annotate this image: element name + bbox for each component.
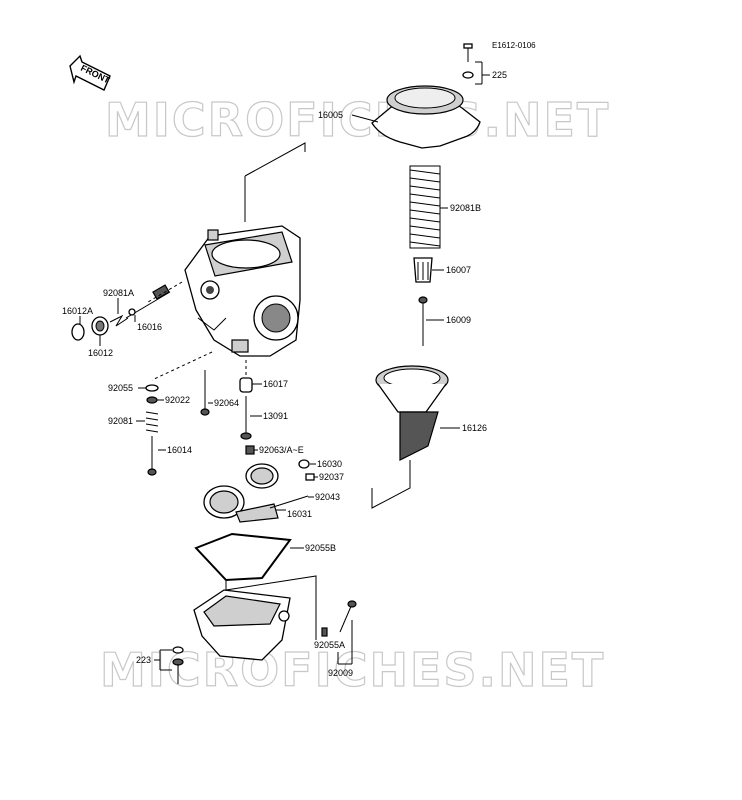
float-bowl [193,589,291,661]
cap-16012 [91,316,109,336]
diagram-code: E1612-0106 [492,41,536,50]
label-92055B: 92055B [305,543,336,553]
cap-16012A [71,323,85,341]
top-cover-16005 [371,85,481,149]
throttle-slide-16126 [375,365,449,461]
label-92081A: 92081A [103,288,134,298]
label-16012A: 16012A [62,306,93,316]
label-92055: 92055 [108,383,133,393]
label-13091: 13091 [263,411,288,421]
label-16009: 16009 [446,315,471,325]
label-92064: 92064 [214,398,239,408]
label-16030: 16030 [317,459,342,469]
pilot-screw-16016 [109,284,171,327]
jet-16014 [147,436,157,476]
jet-13091 [240,396,252,440]
pin-92043 [269,495,309,509]
label-16012: 16012 [88,348,113,358]
screw-92064 [200,370,210,416]
label-223: 223 [136,655,151,665]
oring-92055 [145,384,159,392]
label-92037: 92037 [319,472,344,482]
label-16126: 16126 [462,423,487,433]
label-16005: 16005 [318,110,343,120]
ring-16030 [298,459,310,469]
front-arrow-icon: FRONT [69,54,112,91]
float-16031 [203,463,279,523]
label-92009: 92009 [328,668,353,678]
gasket-92055B [194,532,292,582]
label-92022: 92022 [165,395,190,405]
label-92081B: 92081B [450,203,481,213]
jet-needle-16009 [418,296,428,346]
needle-holder-16007 [413,257,433,283]
label-16031: 16031 [287,509,312,519]
oring-92055A [321,627,328,637]
carburetor-body [184,225,301,357]
clip-92037 [305,473,315,481]
label-16007: 16007 [446,265,471,275]
label-92081: 92081 [108,416,133,426]
screw-223 [172,646,184,684]
watermark-top: MICROFICHES.NET [105,93,610,147]
plug-92063 [245,445,255,455]
label-92043: 92043 [315,492,340,502]
label-92063: 92063/A~E [259,445,304,455]
needle-jet-16017 [239,377,253,393]
label-16016: 16016 [137,322,162,332]
washer-92022 [146,396,158,404]
spring-92081 [145,411,159,433]
drain-screw-92009 [339,600,357,633]
label-16014: 16014 [167,445,192,455]
label-16017: 16017 [263,379,288,389]
screw-225 [462,43,474,79]
spring-92081B [409,165,441,249]
label-225: 225 [492,70,507,80]
label-92055A: 92055A [314,640,345,650]
